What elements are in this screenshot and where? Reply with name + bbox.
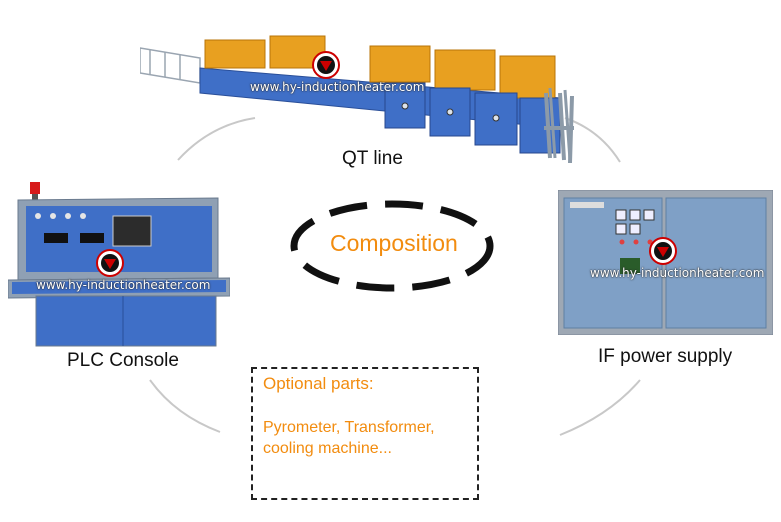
plc-console-image: [7, 178, 231, 348]
logo-icon: [311, 50, 341, 80]
plc-console-label: PLC Console: [67, 350, 179, 371]
if-power-supply-label: IF power supply: [598, 346, 733, 367]
optional-parts-box: Optional parts: Pyrometer, Transformer, …: [251, 367, 479, 500]
qt-line-label: QT line: [342, 148, 403, 169]
logo-icon: [95, 248, 125, 278]
if-power-supply-watermark: www.hy-inductionheater.com: [590, 266, 765, 280]
optional-parts-title: Optional parts:: [263, 374, 374, 393]
composition-ellipse: [290, 200, 494, 292]
qt-line-watermark: www.hy-inductionheater.com: [250, 80, 425, 94]
optional-parts-text: Pyrometer, Transformer, cooling machine.…: [263, 419, 435, 457]
plc-console-watermark: www.hy-inductionheater.com: [36, 278, 211, 292]
logo-icon: [648, 236, 678, 266]
qt-line-image: [139, 28, 580, 168]
composition-label: Composition: [330, 230, 458, 256]
if-power-supply-image: [557, 189, 774, 336]
qt-line-rack: [544, 92, 574, 164]
